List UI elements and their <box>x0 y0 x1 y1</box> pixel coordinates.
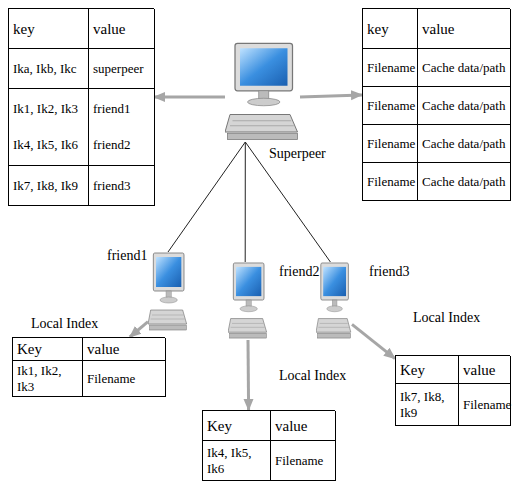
column-header: value <box>93 20 150 38</box>
table-cell: Filename <box>83 361 166 397</box>
table-cell-text: Ik1, Ik2, Ik3 <box>13 101 84 117</box>
arrow-connector <box>300 95 362 97</box>
table-cell-text: Cache data/path <box>422 136 506 152</box>
index-table: keyvalueIka, Ikb, IkcsuperpeerIk1, Ik2, … <box>8 8 154 206</box>
index-heading: Local Index <box>412 310 481 326</box>
arrow-connector <box>352 324 395 358</box>
network-link <box>168 142 245 252</box>
arrow-connector <box>247 340 251 410</box>
table-cell: Ik1, Ik2, Ik3Ik4, Ik5, Ik6 <box>9 89 89 166</box>
arrow-connector <box>130 322 148 337</box>
node-label-holder: Local Index <box>278 368 347 384</box>
computer-label: Superpeer <box>268 146 327 162</box>
table-header-cell: value <box>271 411 336 441</box>
table-cell: Cache data/path <box>418 49 511 87</box>
index-heading: Local Index <box>278 368 347 384</box>
node-label-holder: friend3 <box>368 264 410 280</box>
computer-label: friend1 <box>106 248 148 264</box>
table-cell: Cache data/path <box>418 125 511 163</box>
local-index-table: Local IndexKeyvalueIk7, Ik8, Ik9Filename <box>395 355 510 426</box>
table-cell-text: Cache data/path <box>422 174 506 190</box>
table-cell-text: Filename <box>367 174 413 190</box>
table-cell: Ik7, Ik8, Ik9 <box>396 384 459 426</box>
table-cell: Ika, Ikb, Ikc <box>9 49 89 89</box>
column-header: value <box>422 20 506 38</box>
node-label-holder: friend2 <box>278 264 320 280</box>
table-header-cell: value <box>459 356 511 384</box>
column-header: Key <box>17 340 78 358</box>
table-cell: Filename <box>363 49 418 87</box>
column-header: Key <box>207 417 266 435</box>
peer-computer: friend1 <box>148 252 188 332</box>
table-cell: Cache data/path <box>418 87 511 125</box>
peer-computer: friend3 <box>316 262 352 340</box>
table-header-cell: value <box>418 9 511 49</box>
table-cell-text: friend1 <box>93 101 150 117</box>
table-cell-text: friend2 <box>93 137 150 153</box>
table-cell: superpeer <box>89 49 155 89</box>
table-cell-text: Ik4, Ik5, Ik6 <box>207 445 266 476</box>
table-cell-text: Ik7, Ik8, Ik9 <box>400 389 454 420</box>
superpeer-computer: Superpeer <box>225 42 300 142</box>
table-cell: Filename <box>363 125 418 163</box>
table-cell-text: friend3 <box>93 178 150 194</box>
table-cell: Filename <box>271 441 336 481</box>
table-cell: Ik4, Ik5, Ik6 <box>203 441 271 481</box>
peer-computer: friend2 <box>228 262 268 340</box>
table-cell-text: Ika, Ikb, Ikc <box>13 61 84 77</box>
node-label-holder: friend1 <box>106 248 148 264</box>
table-cell: Ik7, Ik8, Ik9 <box>9 166 89 206</box>
column-header: value <box>275 417 331 435</box>
table-cell-text: Filename <box>463 397 506 413</box>
table-cell-text: Ik1, Ik2, Ik3 <box>17 363 78 394</box>
table-grid: keyvalueFilenameCache data/pathFilenameC… <box>362 8 510 201</box>
table-cell: friend1 friend2 <box>89 89 155 166</box>
table-header-cell: Key <box>396 356 459 384</box>
table-grid: Key valueIk7, Ik8, Ik9 Filename <box>395 355 510 426</box>
column-header: value <box>463 361 506 379</box>
local-index-table: Local IndexKeyvalueIk1, Ik2, Ik3Filename <box>12 337 165 397</box>
table-header-cell: value <box>89 9 155 49</box>
table-cell: Cache data/path <box>418 163 511 201</box>
index-heading: Local Index <box>30 316 99 332</box>
table-cell-text: Filename <box>87 371 161 387</box>
column-header: key <box>13 20 84 38</box>
column-header: value <box>87 340 161 358</box>
table-cell-text: Ik7, Ik8, Ik9 <box>13 178 84 194</box>
table-cell-text: Ik4, Ik5, Ik6 <box>13 137 84 153</box>
table-cell: Filename <box>363 87 418 125</box>
table-cell-text: superpeer <box>93 61 150 77</box>
table-cell: Ik1, Ik2, Ik3 <box>13 361 83 397</box>
cache-table: keyvalueFilenameCache data/pathFilenameC… <box>362 8 510 201</box>
table-header-cell: Key <box>13 338 83 361</box>
table-header-cell: value <box>83 338 166 361</box>
table-cell-text: Cache data/path <box>422 60 506 76</box>
table-header-cell: key <box>9 9 89 49</box>
table-cell-text: Cache data/path <box>422 98 506 114</box>
local-index-table: Local IndexKeyvalueIk4, Ik5, Ik6Filename <box>202 410 335 481</box>
table-cell: Filename <box>459 384 511 426</box>
network-link <box>245 142 330 262</box>
column-header: Key <box>400 361 454 379</box>
table-cell: friend3 <box>89 166 155 206</box>
network-link <box>245 142 246 262</box>
table-cell-text: Filename <box>367 60 413 76</box>
table-grid: keyvalueIka, Ikb, IkcsuperpeerIk1, Ik2, … <box>8 8 154 206</box>
table-cell: Filename <box>363 163 418 201</box>
node-label-holder: Superpeer <box>268 146 327 162</box>
table-header-cell: Key <box>203 411 271 441</box>
table-cell-text: Filename <box>367 98 413 114</box>
table-cell-text: Filename <box>275 453 331 469</box>
table-grid: Key valueIk1, Ik2, Ik3 Filename <box>12 337 165 397</box>
computer-label: friend3 <box>368 264 410 280</box>
table-header-cell: key <box>363 9 418 49</box>
computer-label: friend2 <box>278 264 320 280</box>
table-grid: Key valueIk4, Ik5, Ik6 Filename <box>202 410 335 481</box>
node-label-holder: Local Index <box>30 316 99 332</box>
arrow-connector <box>154 96 225 99</box>
node-label-holder: Local Index <box>412 310 481 326</box>
table-cell-text: Filename <box>367 136 413 152</box>
column-header: key <box>367 20 413 38</box>
